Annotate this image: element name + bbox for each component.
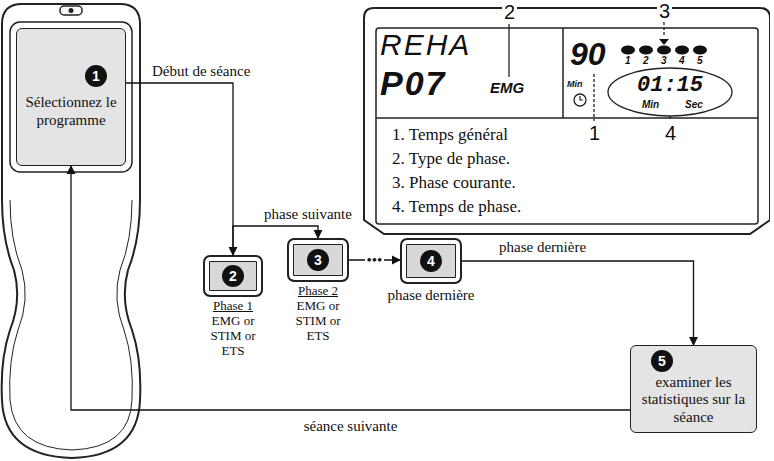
statistics-screen: 5examiner les statistiques sur la séance — [630, 345, 757, 433]
lcd-text: EMG — [490, 80, 524, 95]
lcd-divider — [562, 28, 564, 118]
edge-label: phase dernière — [497, 238, 588, 256]
lcd-text: P07 — [380, 66, 447, 100]
callout-number: 5 — [651, 350, 673, 372]
phase-dot — [639, 46, 653, 55]
phase-caption: EMG or STIM or ETS — [287, 299, 349, 344]
list-item: 1. Temps général — [392, 124, 508, 146]
flow-arrow — [462, 261, 694, 345]
clock-icon — [574, 94, 586, 106]
screen-text: Sélectionnez le programme — [23, 93, 119, 129]
phase-number: 4 — [679, 56, 685, 66]
lcd-screen — [376, 28, 758, 224]
phase-screen: 3Phase 2EMG or STIM or ETS — [287, 238, 349, 282]
lcd-text: 90 — [570, 38, 606, 70]
power-button — [60, 6, 82, 15]
edge-label: Début de séance — [150, 62, 252, 80]
phase-number: 5 — [697, 56, 703, 66]
callout-number: 1 — [587, 122, 602, 144]
current-phase-marker — [659, 39, 669, 45]
phase-caption: Phase 2 — [269, 284, 367, 299]
list-item: 4. Temps de phase. — [392, 196, 521, 218]
leader-line — [593, 74, 594, 121]
callout-number: 1 — [85, 65, 107, 87]
lcd-text: REHA — [380, 30, 471, 60]
button-dot — [69, 8, 74, 13]
edge-label: ••• — [365, 251, 385, 269]
lcd-divider — [376, 117, 758, 119]
flow-arrow — [126, 83, 233, 255]
edge-label: phase suivante — [262, 205, 354, 223]
phase-caption: phase dernière — [370, 286, 492, 304]
phase-caption: phase dernière — [370, 286, 492, 304]
screen-text: examiner les statistiques sur la séance — [640, 374, 748, 426]
phase-screen: 2Phase 1EMG or STIM or ETS — [203, 255, 263, 297]
callout-number: 3 — [307, 249, 329, 271]
lcd-time: 01:15 — [637, 74, 703, 98]
edge-label: séance suivante — [302, 417, 400, 435]
callout-number: 4 — [663, 122, 678, 144]
program-screen: 1Sélectionnez le programme — [16, 28, 126, 166]
phase-caption: Phase 1EMG or STIM or ETS — [185, 299, 281, 359]
screen-bezel — [10, 22, 132, 172]
leader-line — [669, 116, 670, 121]
leader-line — [508, 24, 509, 77]
callout-number: 2 — [222, 265, 244, 287]
phase-caption: Phase 1 — [185, 299, 281, 314]
phase-number: 3 — [661, 56, 667, 66]
lcd-unit: Min — [642, 100, 659, 110]
callout-number: 2 — [502, 1, 517, 23]
display-housing — [364, 8, 770, 234]
clock-hands — [580, 96, 583, 100]
phase-dot — [621, 46, 635, 55]
phase-number: 2 — [643, 56, 649, 66]
phase-dot — [657, 46, 671, 55]
phase-number: 1 — [625, 56, 631, 66]
phase-dot — [693, 46, 707, 55]
phase-caption: Phase 2EMG or STIM or ETS — [269, 284, 367, 344]
callout-number: 4 — [420, 250, 442, 272]
phase-caption: EMG or STIM or ETS — [202, 314, 264, 359]
phase-dot — [675, 46, 689, 55]
list-item: 2. Type de phase. — [392, 148, 510, 170]
leader-line — [663, 22, 664, 37]
callout-number: 3 — [657, 0, 672, 22]
lcd-unit: Sec — [685, 100, 703, 110]
lcd-unit: Min — [567, 80, 583, 89]
phase-screen: 4phase dernière — [400, 238, 462, 284]
list-item: 3. Phase courante. — [392, 172, 516, 194]
phase-time-ellipse — [608, 68, 732, 116]
